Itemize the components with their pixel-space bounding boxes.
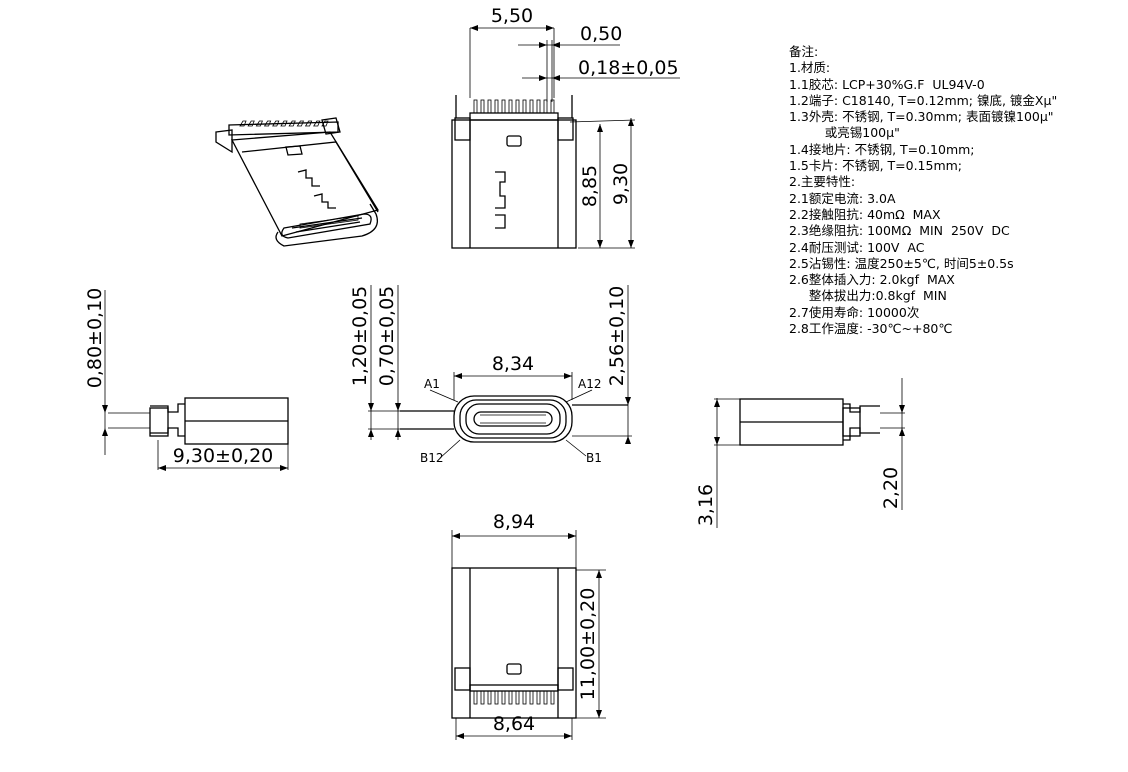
pin bbox=[313, 120, 321, 127]
pin bbox=[288, 120, 296, 127]
top-view bbox=[451, 95, 577, 249]
spec-note-line: 1.材质: bbox=[789, 60, 831, 76]
pin-label-b1: B1 bbox=[586, 451, 602, 465]
pin bbox=[480, 99, 485, 114]
pin bbox=[536, 690, 541, 705]
pin bbox=[522, 690, 527, 705]
spec-note-line: 2.6整体插入力: 2.0kgf MAX bbox=[789, 272, 955, 288]
spec-note-line: 1.4接地片: 不锈钢, T=0.10mm; bbox=[789, 141, 975, 157]
pin bbox=[494, 99, 499, 114]
pin bbox=[247, 120, 255, 127]
dim-front-h3: 2,56±0,10 bbox=[606, 286, 628, 387]
bottom-view bbox=[451, 567, 577, 719]
pin bbox=[272, 120, 280, 127]
dimension-labels: 5,50 0,50 0,18±0,05 8,85 9,30 0,80±0,10 … bbox=[84, 5, 902, 735]
spec-note-line: 2.7使用寿命: 10000次 bbox=[789, 304, 920, 320]
dimension-arrows bbox=[102, 25, 905, 739]
dim-bottom-height: 11,00±0,20 bbox=[577, 588, 599, 701]
pin bbox=[522, 99, 527, 114]
spec-note-line: 2.3绝缘阻抗: 100MΩ MIN 250V DC bbox=[789, 223, 1010, 239]
pin bbox=[543, 690, 548, 705]
pin bbox=[304, 120, 313, 127]
pin bbox=[296, 120, 304, 127]
pin-label-a12: A12 bbox=[578, 377, 601, 391]
dim-right-h2: 2,20 bbox=[880, 467, 902, 509]
dim-bottom-width1: 8,94 bbox=[493, 511, 535, 533]
pin bbox=[501, 99, 506, 114]
pin bbox=[515, 99, 520, 114]
spec-note-line: 1.1胶芯: LCP+30%G.F UL94V-0 bbox=[789, 76, 985, 92]
dim-top-width: 5,50 bbox=[491, 5, 533, 27]
side-view-left bbox=[108, 397, 289, 445]
pin bbox=[487, 99, 492, 114]
isometric-view bbox=[215, 117, 380, 247]
pin bbox=[529, 690, 534, 705]
pin bbox=[494, 690, 499, 705]
dim-bottom-width2: 8,64 bbox=[493, 713, 535, 735]
spec-note-line: 2.8工作温度: -30℃~+80℃ bbox=[789, 321, 953, 337]
spec-note-line: 1.5卡片: 不锈钢, T=0.15mm; bbox=[789, 158, 963, 174]
pin bbox=[321, 120, 329, 127]
spec-note-line: 1.3外壳: 不锈钢, T=0.30mm; 表面镀镍100μ" bbox=[789, 109, 1054, 125]
spec-note-line: 1.2端子: C18140, T=0.12mm; 镍底, 镀金Xμ" bbox=[789, 92, 1058, 108]
spec-note-line: 整体拔出力:0.8kgf MIN bbox=[789, 288, 947, 304]
pin bbox=[536, 99, 541, 114]
dim-top-pin-pitch: 0,50 bbox=[580, 23, 622, 45]
pin-label-a1: A1 bbox=[424, 377, 440, 391]
pin bbox=[473, 99, 478, 114]
spec-note-line: 2.5沾锡性: 温度250±5℃, 时间5±0.5s bbox=[789, 255, 1014, 271]
pin bbox=[501, 690, 506, 705]
pin bbox=[255, 120, 263, 127]
pin bbox=[508, 99, 513, 114]
dim-top-h1: 8,85 bbox=[579, 165, 601, 207]
dim-front-h2: 0,70±0,05 bbox=[376, 286, 398, 387]
pin bbox=[480, 690, 485, 705]
dim-top-h2: 9,30 bbox=[610, 163, 632, 205]
pin bbox=[550, 99, 555, 114]
pin bbox=[529, 99, 534, 114]
dim-top-pin-width: 0,18±0,05 bbox=[578, 57, 679, 79]
dim-front-width: 8,34 bbox=[492, 353, 534, 375]
spec-note-line: 或亮锡100μ" bbox=[789, 125, 900, 141]
spec-note-line: 2.1额定电流: 3.0A bbox=[789, 190, 896, 206]
pin-label-b12: B12 bbox=[420, 451, 444, 465]
pin bbox=[515, 690, 520, 705]
front-view bbox=[400, 395, 628, 443]
spec-note-line: 备注: bbox=[789, 44, 819, 59]
spec-note-line: 2.2接触阻抗: 40mΩ MAX bbox=[789, 206, 941, 222]
dim-front-h1: 1,20±0,05 bbox=[349, 286, 371, 387]
spec-note-line: 2.主要特性: bbox=[789, 174, 856, 190]
pin bbox=[280, 120, 288, 127]
dim-side-thickness: 0,80±0,10 bbox=[84, 288, 106, 389]
pin bbox=[550, 690, 555, 705]
pin bbox=[487, 690, 492, 705]
dim-side-length: 9,30±0,20 bbox=[173, 445, 274, 467]
spec-note-line: 2.4耐压测试: 100V AC bbox=[789, 239, 925, 255]
pin bbox=[263, 120, 272, 127]
dim-right-h1: 3,16 bbox=[695, 484, 717, 526]
pin bbox=[239, 120, 247, 127]
pin bbox=[508, 690, 513, 705]
pin bbox=[543, 99, 548, 114]
pin bbox=[473, 690, 478, 705]
dimension-lines bbox=[104, 27, 903, 740]
side-view-right bbox=[739, 398, 905, 446]
